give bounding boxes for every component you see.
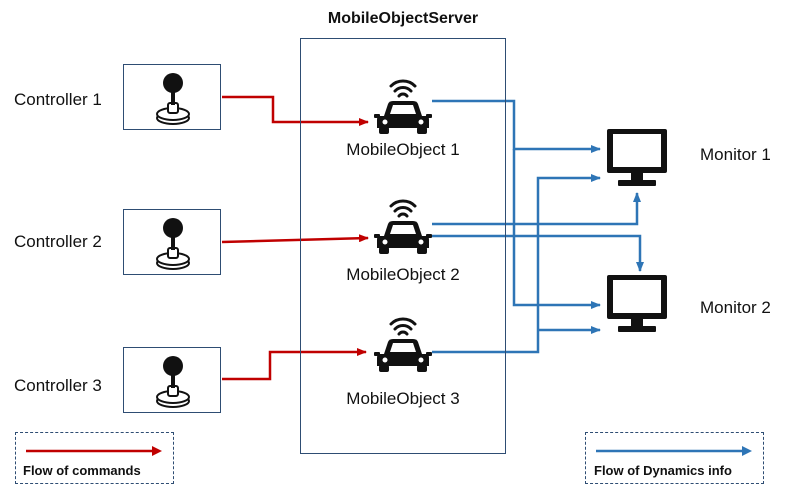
legend-commands: Flow of commands bbox=[15, 432, 174, 484]
controller-3-box bbox=[123, 347, 221, 413]
server-title: MobileObjectServer bbox=[327, 10, 479, 27]
dynamics-arrow-mo2-monitor1 bbox=[432, 192, 641, 226]
car-with-signal-icon bbox=[374, 199, 432, 254]
controller-1-label: Controller 1 bbox=[14, 90, 102, 109]
car-with-signal-icon bbox=[374, 79, 432, 134]
command-arrow-2 bbox=[221, 234, 369, 244]
mobile-object-1-label: MobileObject 1 bbox=[346, 140, 460, 159]
dynamics-arrow-mo1-monitor1 bbox=[432, 99, 601, 153]
dynamics-arrow-mo1-monitor2 bbox=[512, 149, 601, 309]
mobile-object-server-box bbox=[300, 38, 506, 454]
computer-monitor-icon bbox=[607, 275, 667, 332]
mobile-object-3-label: MobileObject 3 bbox=[346, 389, 460, 408]
joystick-icon bbox=[156, 73, 190, 125]
controller-2-label: Controller 2 bbox=[14, 232, 102, 251]
command-arrow-1 bbox=[222, 95, 369, 126]
legend-dynamics-label: Flow of Dynamics info bbox=[594, 463, 732, 478]
controller-1-box bbox=[123, 64, 221, 130]
mobile-object-2-label: MobileObject 2 bbox=[346, 265, 460, 284]
dynamics-arrow-mo3-monitor1 bbox=[432, 174, 601, 354]
legend-dynamics: Flow of Dynamics info bbox=[585, 432, 764, 484]
controller-2-box bbox=[123, 209, 221, 275]
joystick-icon bbox=[156, 218, 190, 270]
monitor-1-label: Monitor 1 bbox=[700, 145, 771, 164]
legend-commands-label: Flow of commands bbox=[23, 463, 141, 478]
monitor-2-label: Monitor 2 bbox=[700, 298, 771, 317]
dynamics-arrow-mo2-monitor2 bbox=[432, 234, 644, 272]
controller-3-label: Controller 3 bbox=[14, 376, 102, 395]
legend-commands-arrow bbox=[26, 446, 162, 456]
command-arrow-3 bbox=[222, 348, 367, 381]
computer-monitor-icon bbox=[607, 129, 667, 186]
car-with-signal-icon bbox=[374, 317, 432, 372]
legend-dynamics-arrow bbox=[596, 446, 752, 456]
joystick-icon bbox=[156, 356, 190, 408]
